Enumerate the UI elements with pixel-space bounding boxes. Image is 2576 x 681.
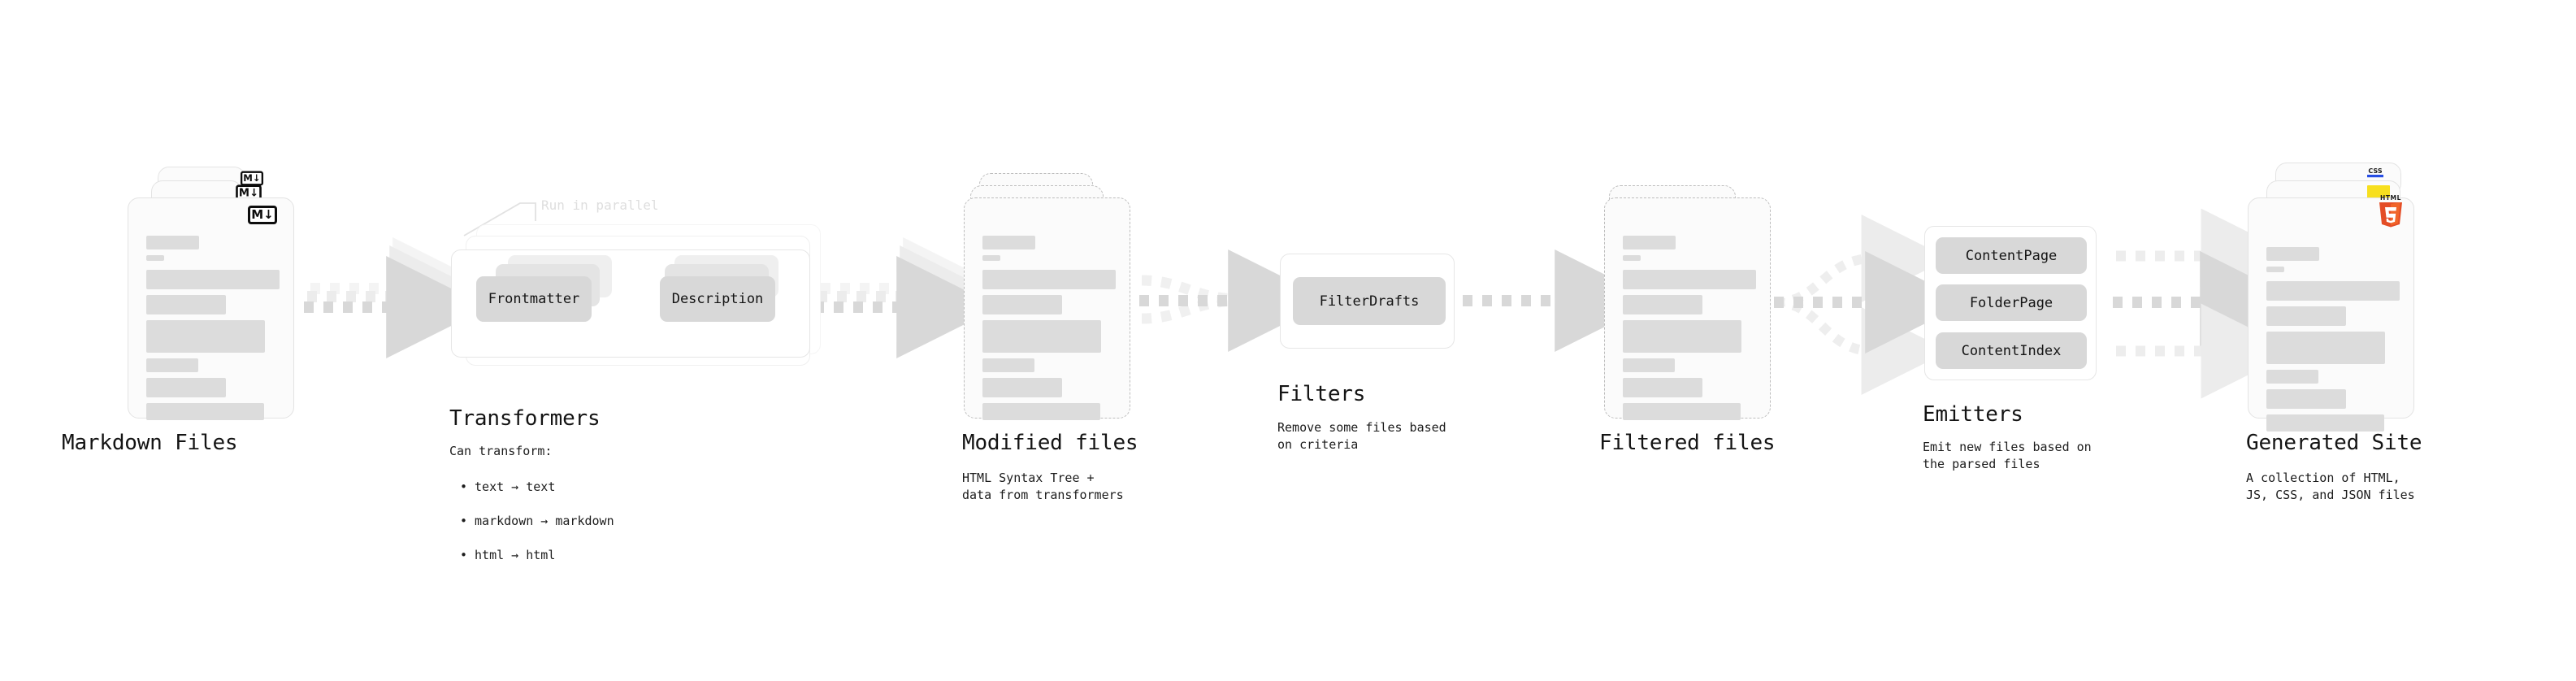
filtered-sheet-front — [1604, 197, 1771, 420]
content-bar — [2266, 389, 2346, 409]
content-bar — [2266, 414, 2384, 432]
content-bar — [146, 378, 226, 397]
content-bar — [982, 236, 1035, 249]
bullet-dot: • — [460, 514, 468, 528]
markdown-icon-back: M↓ — [240, 171, 264, 186]
stage-title-filters: Filters — [1277, 382, 1366, 406]
run-in-parallel-label: Run in parallel — [541, 197, 659, 213]
arrow-transformers-to-modified — [814, 237, 1006, 358]
content-bar — [1623, 295, 1702, 314]
modified-content-bars — [982, 236, 1116, 426]
transformer-pill-description[interactable]: Description — [660, 276, 775, 322]
js-icon — [2367, 185, 2390, 199]
bullet-dot: • — [460, 479, 468, 494]
bullet-text: markdown → markdown — [475, 514, 614, 528]
transformers-bullet-list: • text → text • markdown → markdown • ht… — [460, 462, 614, 581]
stage-desc-modified-files: HTML Syntax Tree + data from transformer… — [962, 471, 1124, 502]
content-bar — [146, 358, 198, 372]
content-bar — [2266, 332, 2385, 364]
content-bar — [1623, 320, 1741, 353]
content-bar — [982, 378, 1062, 397]
arrow-emitters-to-site — [2113, 208, 2303, 399]
content-bar — [1623, 255, 1641, 261]
arrow-markdown-to-transformers — [304, 237, 496, 358]
content-bar — [982, 255, 1000, 261]
stage-desc-emitters: Emit new files based on the parsed files — [1923, 440, 2092, 471]
css3-icon: CSS — [2367, 165, 2383, 188]
modified-sheet-front — [964, 197, 1130, 420]
content-bar — [982, 295, 1062, 314]
content-bar — [1623, 270, 1756, 289]
content-bar — [982, 270, 1116, 289]
content-bar — [146, 320, 265, 353]
arrow-modified-to-filters — [1139, 249, 1331, 352]
content-bar — [146, 236, 199, 249]
content-bar — [2266, 281, 2400, 301]
svg-text:HTML: HTML — [2380, 194, 2401, 202]
stage-desc-filters: Remove some files based on criteria — [1277, 420, 1446, 452]
markdown-icon: M↓ — [248, 206, 277, 224]
emitter-pill-contentpage[interactable]: ContentPage — [1936, 237, 2087, 274]
content-bar — [982, 403, 1100, 420]
svg-text:CSS: CSS — [2368, 167, 2382, 175]
site-sheet-front — [2248, 197, 2414, 432]
markdown-sheet-front — [128, 197, 294, 420]
content-bar — [982, 358, 1034, 372]
markdown-content-bars — [146, 236, 280, 426]
content-bar — [2266, 370, 2318, 384]
content-bar — [2266, 306, 2346, 326]
emitter-pill-folderpage[interactable]: FolderPage — [1936, 284, 2087, 321]
stage-title-filtered-files: Filtered files — [1599, 431, 1776, 455]
emitter-pill-contentindex[interactable]: ContentIndex — [1936, 332, 2087, 369]
content-bar — [1623, 403, 1741, 420]
filter-pill-filterdrafts[interactable]: FilterDrafts — [1293, 277, 1446, 325]
stage-title-emitters: Emitters — [1923, 402, 2023, 427]
content-bar — [146, 295, 226, 314]
stage-desc-transformers: Can transform: — [449, 444, 553, 458]
stage-title-transformers: Transformers — [449, 406, 601, 431]
content-bar — [1623, 378, 1702, 397]
stage-title-generated-site: Generated Site — [2246, 431, 2422, 455]
content-bar — [1623, 358, 1675, 372]
site-content-bars — [2266, 247, 2400, 437]
bullet-text: html → html — [475, 548, 556, 562]
content-bar — [1623, 236, 1676, 249]
content-bar — [2266, 267, 2284, 272]
stage-title-markdown-files: Markdown Files — [62, 431, 238, 455]
filtered-content-bars — [1623, 236, 1756, 426]
content-bar — [2266, 247, 2319, 261]
content-bar — [146, 270, 280, 289]
stage-title-modified-files: Modified files — [962, 431, 1138, 455]
html5-icon: HTML — [2377, 193, 2405, 231]
bullet-text: text → text — [475, 479, 556, 494]
arrow-filtered-to-emitters — [1774, 215, 1968, 395]
content-bar — [146, 403, 264, 420]
bullet-dot: • — [460, 548, 468, 562]
transformer-pill-frontmatter[interactable]: Frontmatter — [476, 276, 592, 322]
content-bar — [982, 320, 1101, 353]
content-bar — [146, 255, 164, 261]
stage-desc-generated-site: A collection of HTML, JS, CSS, and JSON … — [2246, 471, 2415, 502]
